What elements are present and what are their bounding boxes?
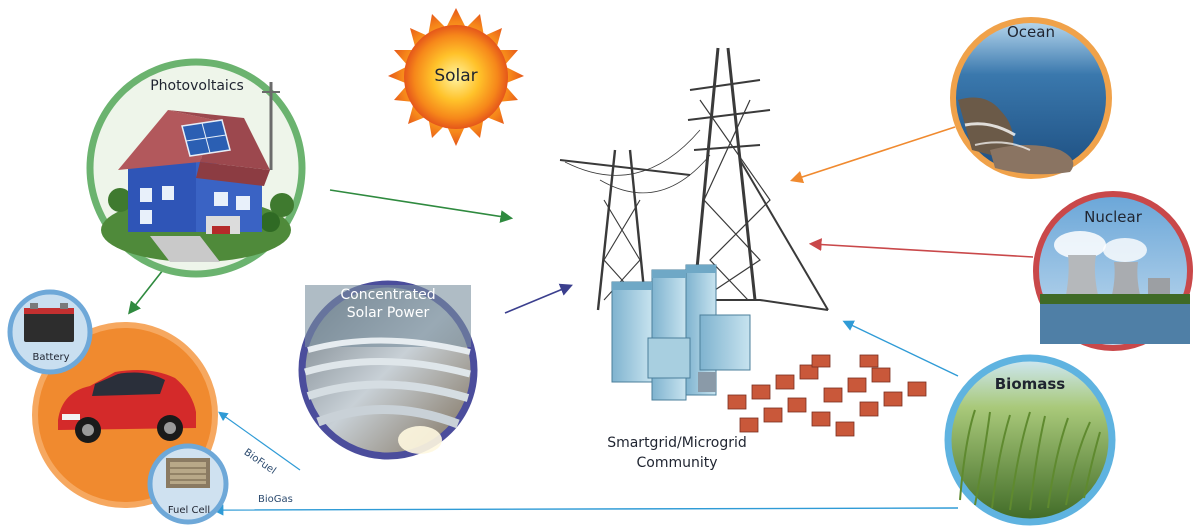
nuclear-to-grid-arrow [808, 238, 1034, 258]
concentrated-solar-label-line2: Solar Power [346, 305, 430, 321]
concentrated-solar-label-line1: Concentrated [340, 287, 436, 303]
biomass-to-grid-arrow [842, 320, 959, 377]
ocean-circle [950, 17, 1112, 179]
csp-to-grid-arrow [504, 283, 573, 314]
photovoltaics-circle [86, 58, 306, 278]
biogas-arrow [212, 504, 959, 516]
fuel-cell-circle [147, 443, 229, 525]
ocean-to-grid-arrow [789, 126, 956, 184]
connector-arrows [128, 126, 1034, 516]
biomass-circle [944, 354, 1116, 526]
ocean-label: Ocean [1007, 23, 1055, 41]
solar-label: Solar [434, 66, 478, 86]
biogas-label: BioGas [258, 494, 293, 505]
nuclear-label: Nuclear [1084, 208, 1142, 226]
nuclear-circle [1033, 191, 1193, 351]
biomass-label: Biomass [994, 375, 1066, 393]
battery-label: Battery [32, 352, 70, 363]
battery-circle [7, 289, 93, 375]
fuel-cell-label: Fuel Cell [167, 505, 211, 516]
biofuel-arrow [218, 411, 301, 471]
concentrated-solar-circle [298, 280, 478, 460]
solar-sun [388, 8, 524, 146]
photovoltaics-label: Photovoltaics [150, 78, 244, 94]
community-label-line1: Smartgrid/Microgrid [607, 435, 747, 451]
community-label-line2: Community [636, 455, 718, 471]
pv-to-grid-arrow [329, 189, 514, 223]
community-buildings [611, 264, 927, 437]
transmission-towers [559, 47, 829, 311]
pv-to-vehicle-arrow [128, 269, 164, 315]
